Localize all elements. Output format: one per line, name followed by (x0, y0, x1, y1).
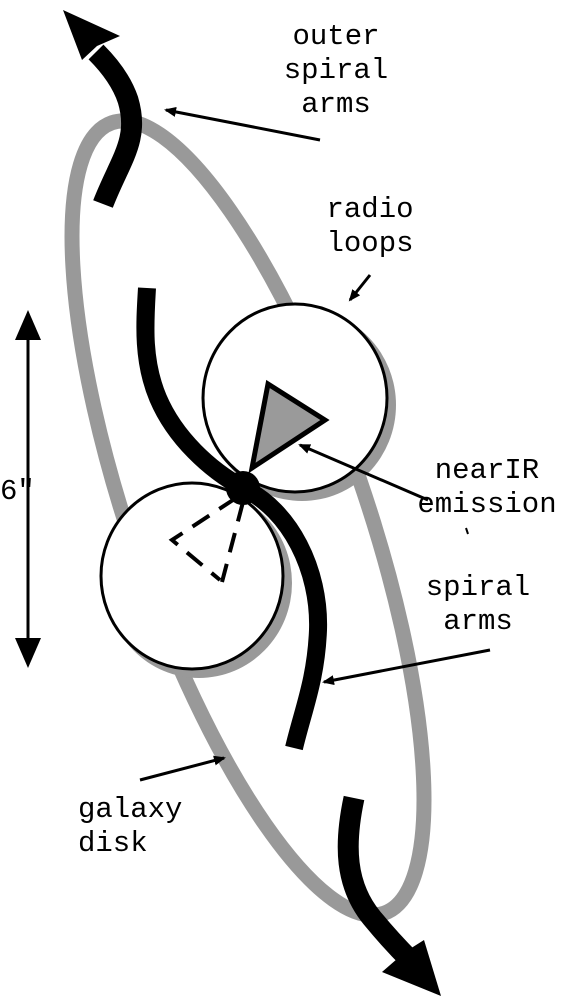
label-outer-spiral-arms: outer spiral arms (268, 20, 404, 122)
outer-spiral-arm-top (88, 44, 143, 208)
outer-spiral-arm-bottom-arrowhead (382, 940, 441, 996)
outer-spiral-arm-bottom (337, 795, 418, 968)
dashed-line-left (168, 496, 238, 582)
radio-loop-lower (99, 481, 285, 671)
label-galaxy-disk-line-2: disk (78, 827, 148, 860)
label-outer-spiral-arms-line-2: spiral (283, 54, 389, 87)
leader-radio-loops (348, 274, 372, 302)
label-near-ir-emission: nearIR emission (402, 454, 572, 522)
label-galaxy-disk-line-1: galaxy (78, 793, 183, 826)
scale-bar-top-arrowhead (15, 310, 41, 340)
leader-outer-spiral-arms (164, 107, 321, 142)
leader-galaxy-disk (139, 755, 226, 782)
label-near-ir-emission-line-2: emission (417, 488, 557, 521)
leader-spiral-arms (322, 648, 491, 686)
label-spiral-arms: spiral arms (410, 571, 546, 639)
label-radio-loops-line-1: radio (326, 193, 414, 226)
inner-spiral-arm-lower (238, 479, 328, 751)
label-radio-loops: radio loops (302, 193, 438, 261)
outer-spiral-arm-top-arrowhead (63, 10, 120, 60)
label-spiral-arms-line-1: spiral (425, 571, 531, 604)
near-ir-emission-triangle (248, 379, 330, 474)
scale-bar-bottom-arrowhead (15, 638, 41, 668)
dashed-line-right (220, 501, 245, 583)
label-outer-spiral-arms-line-1: outer (292, 20, 380, 53)
radio-loop-upper (201, 302, 389, 494)
label-scale: 6" (0, 475, 52, 509)
galaxy-nucleus (226, 471, 260, 505)
emission-tick (465, 527, 469, 535)
label-outer-spiral-arms-line-3: arms (301, 88, 371, 121)
inner-spiral-arm-upper (136, 287, 248, 496)
label-scale-text: 6" (0, 475, 35, 508)
leader-near-ir-emission (298, 443, 429, 502)
label-spiral-arms-line-2: arms (443, 605, 513, 638)
label-galaxy-disk: galaxy disk (78, 793, 202, 861)
label-near-ir-emission-line-1: nearIR (434, 454, 540, 487)
label-radio-loops-line-2: loops (326, 227, 414, 260)
